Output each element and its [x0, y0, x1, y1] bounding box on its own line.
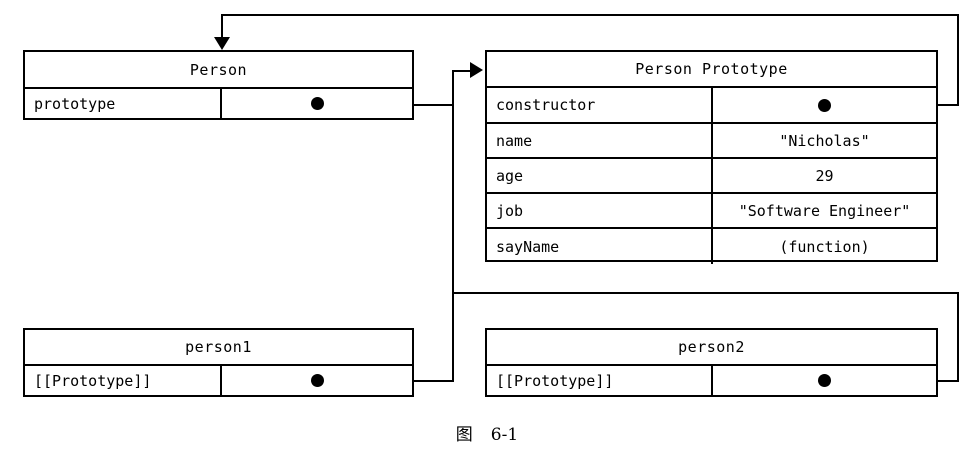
property-key-job: job: [487, 194, 713, 227]
connector-shared-trunk-vertical: [452, 70, 454, 382]
property-value-name: "Nicholas": [779, 131, 870, 150]
property-value-sayname: (function): [779, 237, 870, 256]
table-row: name "Nicholas": [487, 124, 936, 159]
table-row: prototype: [25, 89, 412, 118]
property-key-person1-prototype: [[Prototype]]: [25, 366, 222, 395]
box-person1[interactable]: person1 [[Prototype]]: [23, 328, 414, 397]
box-person1-title: person1: [25, 330, 412, 366]
box-person-prototype-title: Person Prototype: [487, 52, 936, 88]
arrow-head-into-person-box: [214, 37, 230, 50]
table-row: job "Software Engineer": [487, 194, 936, 229]
property-value-person2-prototype: [713, 366, 936, 395]
pointer-dot-icon: [310, 374, 324, 387]
table-row: [[Prototype]]: [487, 366, 936, 395]
property-value-person1-prototype: [222, 366, 412, 395]
figure-caption: 图 6-1: [0, 420, 974, 445]
property-value-job: "Software Engineer": [738, 201, 911, 220]
figure-caption-label: 图: [455, 425, 473, 445]
table-row: sayName (function): [487, 229, 936, 264]
property-key-prototype: prototype: [25, 89, 222, 118]
connector-constructor-segment-down: [221, 14, 223, 38]
box-person[interactable]: Person prototype: [23, 50, 414, 120]
pointer-dot-icon: [818, 374, 831, 387]
connector-constructor-segment-up: [957, 14, 959, 106]
connector-person2-segment-left: [452, 292, 959, 294]
property-key-constructor: constructor: [487, 88, 713, 122]
box-person2-title: person2: [487, 330, 936, 366]
property-key-sayname: sayName: [487, 229, 713, 264]
table-row: age 29: [487, 159, 936, 194]
table-row: [[Prototype]]: [25, 366, 412, 395]
arrow-head-into-person-prototype-top: [470, 62, 483, 78]
box-person2[interactable]: person2 [[Prototype]]: [485, 328, 938, 397]
connector-constructor-segment-top: [222, 14, 959, 16]
property-value-prototype: [222, 89, 412, 118]
pointer-dot-icon: [310, 97, 324, 110]
property-value-age: 29: [815, 166, 834, 185]
pointer-dot-icon: [818, 98, 831, 112]
connector-prototype-segment-into-box: [452, 70, 470, 72]
property-value-constructor: [713, 88, 936, 122]
box-person-prototype[interactable]: Person Prototype constructor name "Nicho…: [485, 50, 938, 264]
box-person-title: Person: [25, 52, 412, 89]
table-row: constructor: [487, 88, 936, 124]
property-key-age: age: [487, 159, 713, 192]
property-key-person2-prototype: [[Prototype]]: [487, 366, 713, 395]
property-key-name: name: [487, 124, 713, 157]
connector-person2-segment-up: [957, 292, 959, 382]
figure-caption-number: 6-1: [490, 425, 519, 445]
